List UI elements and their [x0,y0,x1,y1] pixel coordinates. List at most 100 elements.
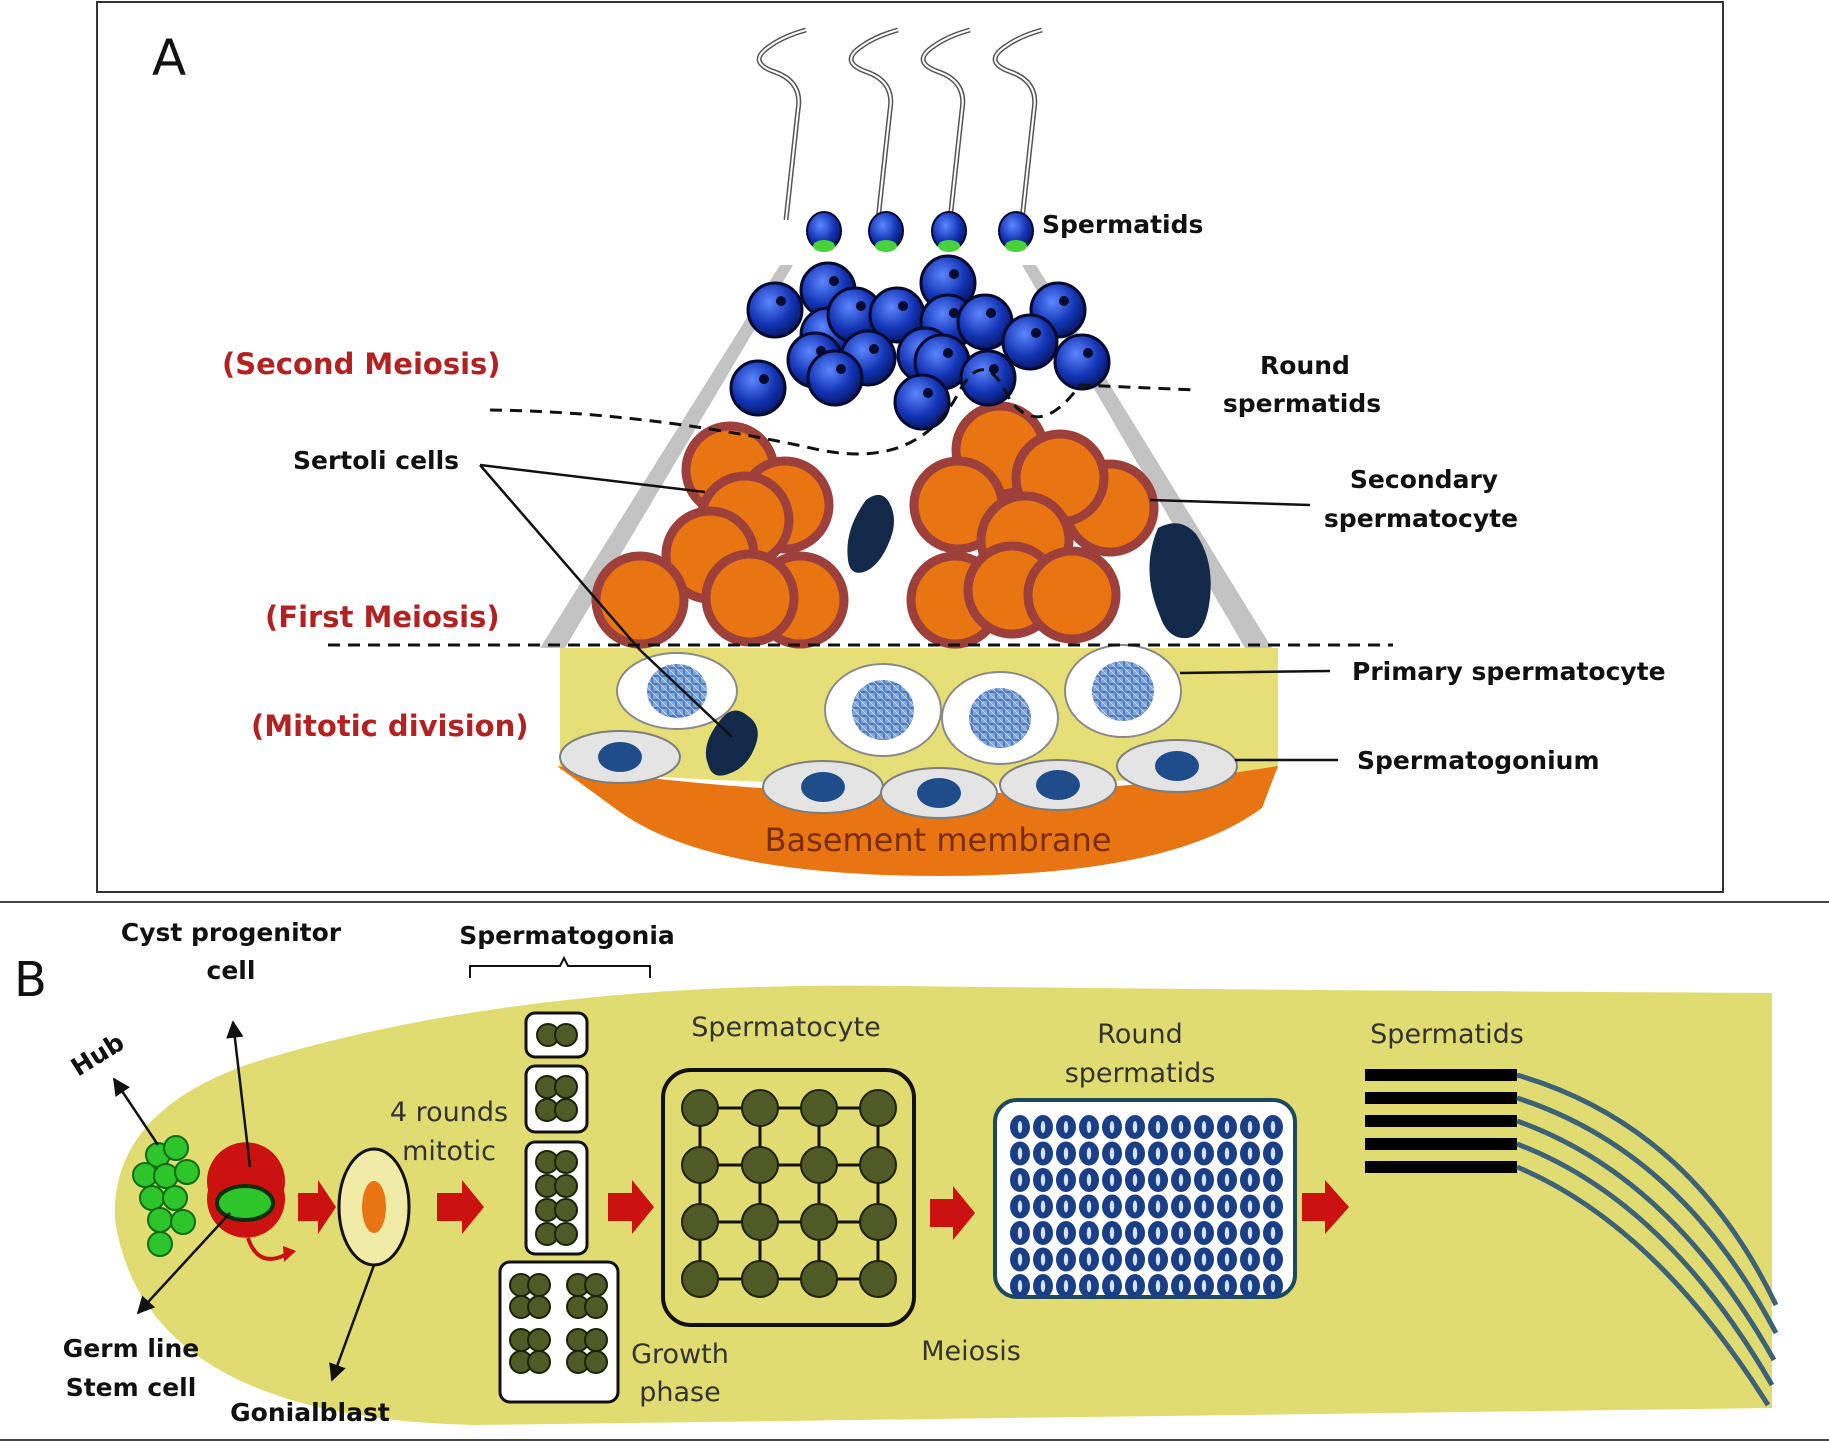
secondary-spermatocyte [591,551,689,649]
spermatogonium-cell [762,760,884,814]
spermatogonium-cell [880,767,998,819]
round-spermatid-dot-nucleus [1201,1200,1207,1213]
round-spermatid-dot-nucleus [1132,1200,1138,1213]
round-spermatid-dot-nucleus [1155,1200,1161,1213]
spermatid-head [1365,1115,1517,1127]
round-spermatid-dot-nucleus [1017,1200,1023,1213]
round-spermatid-dot-nucleus [1017,1121,1023,1133]
round-spermatid-dot-nucleus [1224,1200,1230,1213]
round-spermatid-dot-nucleus [1017,1227,1023,1239]
round-spermatid-dot-nucleus [1132,1280,1138,1292]
stem-cell-niche [207,1142,296,1262]
round-spermatid [959,349,1017,407]
spermatid-sperm [920,27,971,252]
label-second-meiosis: (Second Meiosis) [222,347,501,381]
hub-cell [139,1185,165,1211]
round-spermatid-dot-nucleus [1132,1147,1138,1160]
basement-membrane-label: Basement membrane [765,821,1112,859]
round-spermatid-dot-nucleus [1178,1280,1184,1292]
primary-spermatocyte [824,663,942,757]
label-mitotic-division: (Mitotic division) [251,709,529,743]
round-spermatid-dot-nucleus [1178,1121,1184,1133]
round-spermatid-dot-nucleus [1086,1200,1092,1213]
cyst-progenitor-pointer [226,1020,252,1168]
round-spermatid-dot-nucleus [1017,1147,1023,1160]
label-spermatids-b: Spermatids [1370,1019,1524,1050]
label-spermatogonium: Spermatogonium [1357,746,1600,775]
spermatid-tail [1516,1095,1779,1335]
label-spermatids-a: Spermatids [1042,210,1203,239]
round-spermatid-dot-nucleus [1270,1200,1276,1213]
progression-arrows [298,1180,1349,1240]
arrow-icon [437,1180,484,1234]
round-spermatid-dot-nucleus [1270,1280,1276,1292]
round-spermatid [893,373,951,431]
round-spermatid-dot-nucleus [1201,1280,1207,1292]
label-spermatocyte: Spermatocyte [691,1012,881,1043]
sertoli-cell [847,494,894,573]
round-spermatid-dot-nucleus [1155,1227,1161,1239]
round-spermatid-dot-nucleus [1201,1227,1207,1239]
round-spermatid-dot-nucleus [1270,1174,1276,1186]
round-spermatid-dot-nucleus [1086,1253,1092,1266]
round-spermatid-dot-nucleus [1247,1280,1253,1292]
label-4-rounds: 4 rounds [390,1097,508,1128]
round-spermatid-dot-nucleus [1040,1174,1046,1186]
label-germline-2: Stem cell [66,1373,197,1402]
round-spermatid [806,349,864,407]
label-round-spermatids-a2: spermatids [1223,389,1381,418]
germline-pointer [136,1212,231,1315]
round-spermatid-dot-nucleus [1063,1227,1069,1239]
round-spermatid-dot-nucleus [1178,1227,1184,1239]
round-spermatid [1053,333,1111,391]
sertoli-cells [705,494,1211,776]
round-spermatid-dot-nucleus [1201,1253,1207,1266]
label-gonialblast: Gonialblast [230,1398,390,1427]
primary-spermatocyte [616,652,738,730]
round-spermatid-dot-nucleus [1224,1174,1230,1186]
primary-spermatocyte [941,671,1059,765]
panel-a-letter: A [152,29,186,87]
spermatid-head [1365,1092,1517,1104]
label-primary-spermatocyte: Primary spermatocyte [1352,657,1666,686]
arrow-icon [608,1180,654,1234]
hub-cell [170,1209,196,1235]
round-spermatid-dot-nucleus [1247,1253,1253,1266]
round-spermatid-dot-nucleus [1086,1280,1092,1292]
hub-cell [174,1159,200,1185]
mature-spermatids [756,27,1043,252]
round-spermatid-dot-nucleus [1063,1200,1069,1213]
round-spermatid-dot-nucleus [1270,1147,1276,1160]
label-secondary-1: Secondary [1350,465,1498,494]
primary-spermatocyte [1064,644,1182,738]
label-meiosis: Meiosis [921,1336,1021,1367]
round-spermatid-dot-nucleus [1109,1121,1115,1133]
round-spermatid-dots [1010,1115,1283,1298]
round-spermatid-dot-nucleus [1224,1147,1230,1160]
label-germline-1: Germ line [63,1334,199,1363]
hub-cell [147,1207,173,1233]
round-spermatid-dot-nucleus [1040,1121,1046,1133]
round-spermatid-dot-nucleus [1224,1121,1230,1133]
round-spermatid-dot-nucleus [1178,1253,1184,1266]
spermatogonia-cysts [498,1011,620,1404]
round-spermatid-dot-nucleus [1178,1200,1184,1213]
spermatogonium-cell [1116,739,1238,793]
round-spermatid-dot-nucleus [1040,1280,1046,1292]
gonialblast-pointer [329,1264,376,1382]
round-spermatid-dot-nucleus [1132,1174,1138,1186]
spermatogonium-cell [999,759,1117,811]
spermatogonia-cyst [524,1064,589,1134]
round-spermatid-dot-nucleus [1109,1253,1115,1266]
round-spermatid-dot-nucleus [1270,1227,1276,1239]
spermatid-sperm [756,27,842,252]
round-spermatid-dot-nucleus [1132,1121,1138,1133]
round-spermatid-dot-nucleus [1063,1280,1069,1292]
round-spermatid-dot-nucleus [1086,1121,1092,1133]
label-spermatogonia: Spermatogonia [459,921,675,950]
round-spermatid-dot-nucleus [1017,1174,1023,1186]
spermatid-sperm [848,27,904,252]
label-phase: phase [639,1377,720,1408]
round-spermatid-dot-nucleus [1017,1280,1023,1292]
